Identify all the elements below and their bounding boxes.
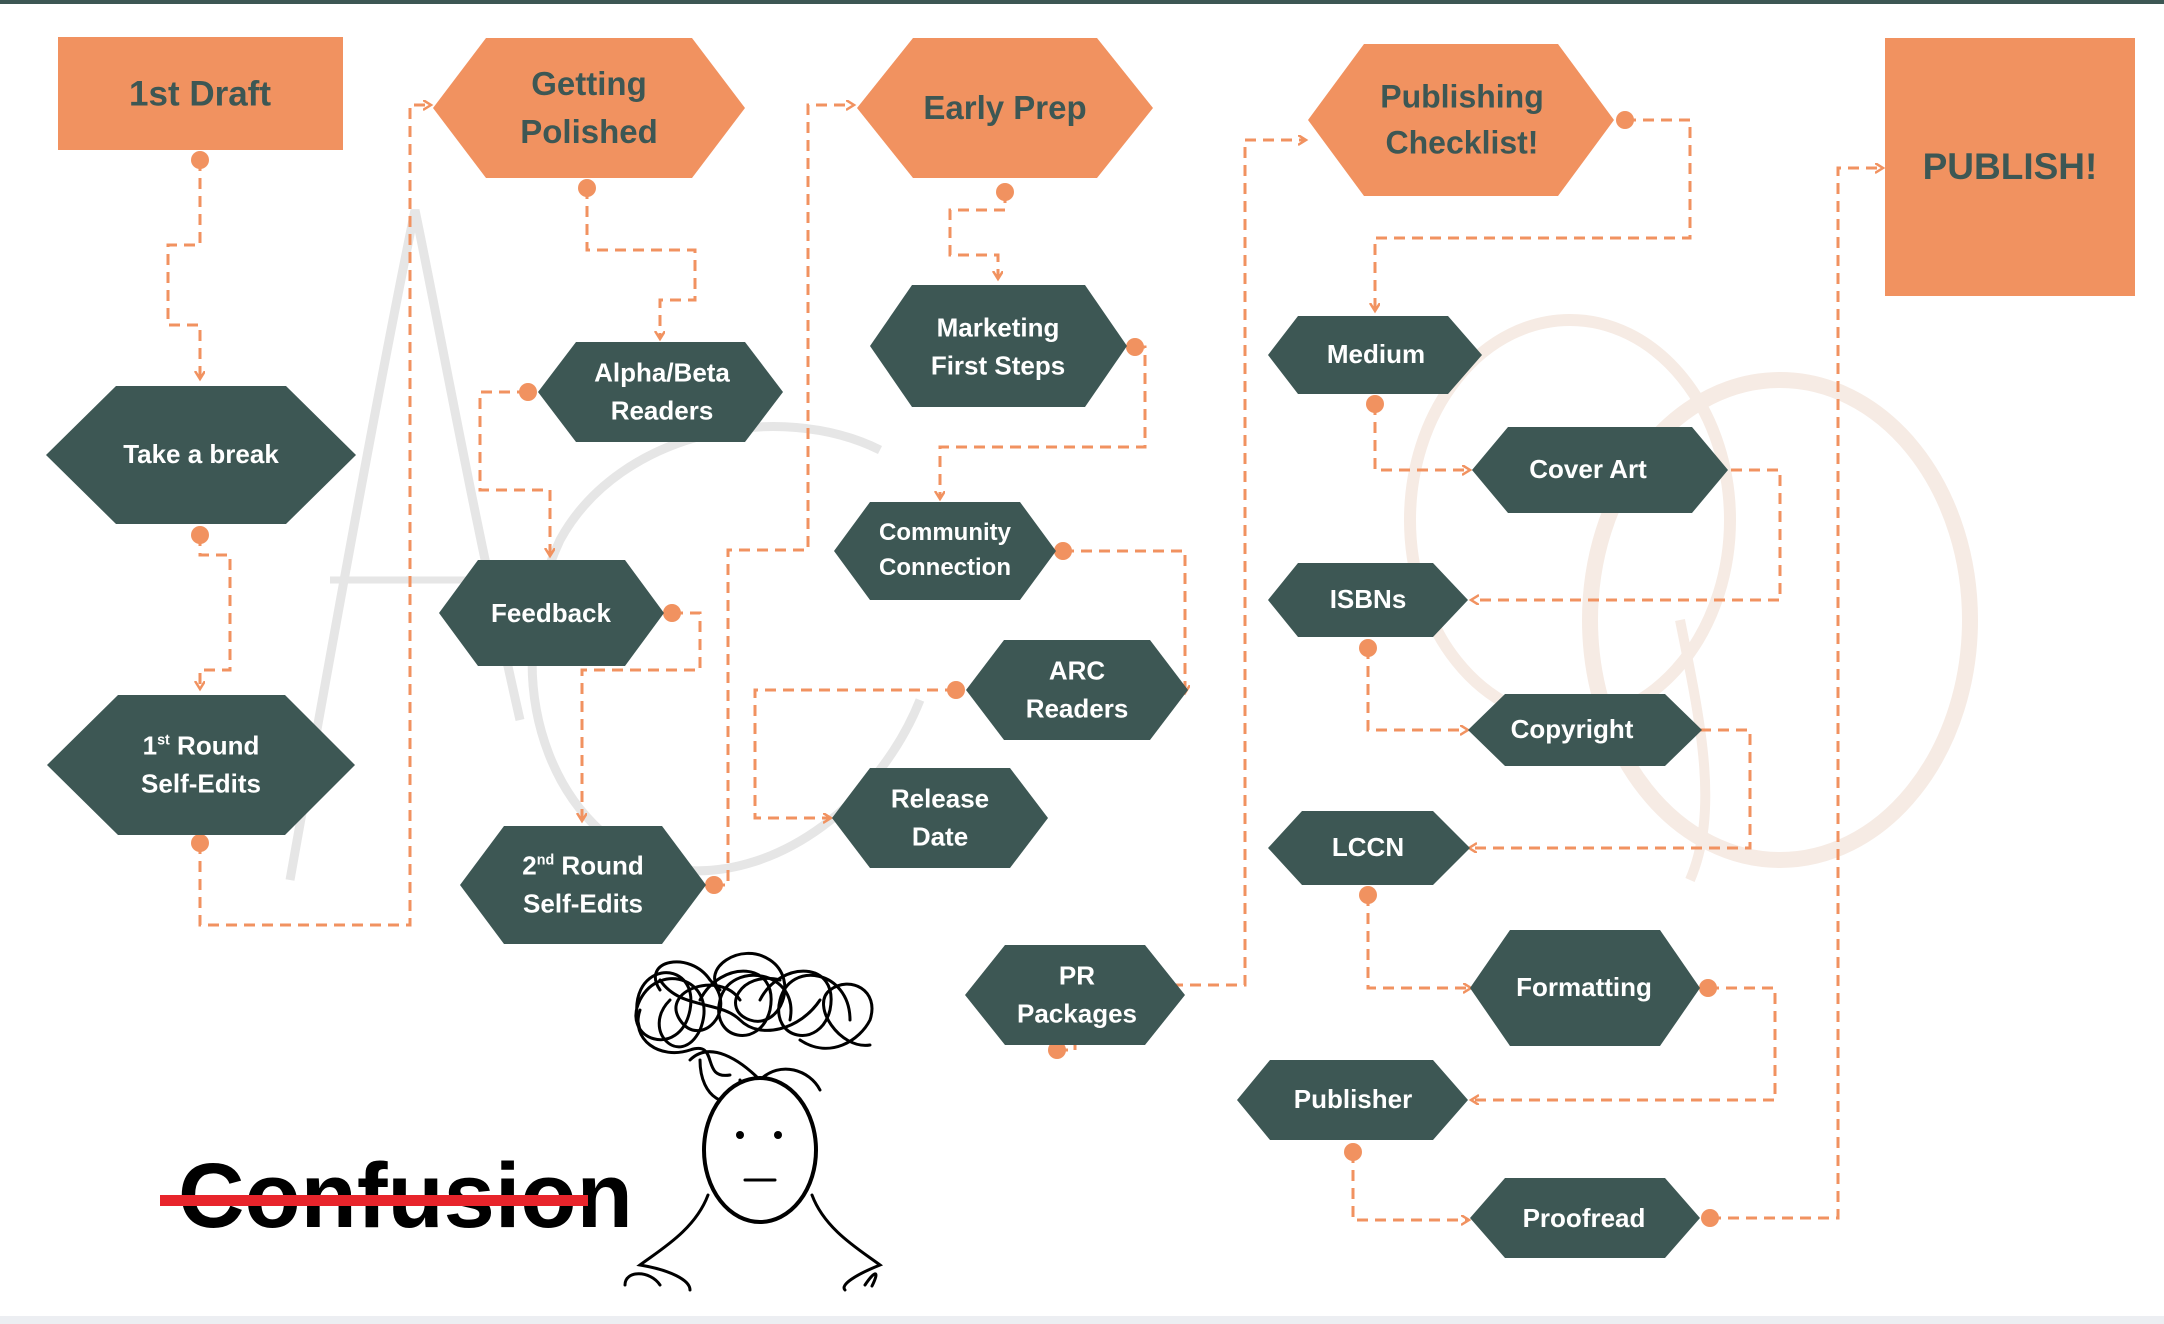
second-round-hex [460,826,706,944]
step-copyright: Copyright [1510,714,1634,745]
step-shapes [46,285,1728,1258]
getting-polished-hex [433,38,745,178]
stage-publishing-checklist: Publishing Checklist! [1380,74,1544,167]
first-round-hex [47,695,355,835]
formatting-hex [1470,930,1700,1046]
step-cover-art: Cover Art [1529,454,1647,485]
step-lccn: LCCN [1331,832,1405,863]
first-draft-box [58,37,343,150]
step-take-a-break: Take a break [123,439,279,470]
step-alpha-beta-line1: Alpha/Beta [594,357,730,388]
proofread-hex [1470,1178,1700,1258]
step-second-round-sup: nd [536,852,555,869]
step-arc-line2: Readers [1025,693,1129,723]
step-feedback: Feedback [491,598,611,629]
publisher-hex [1237,1060,1468,1140]
step-alpha-beta-readers: Alpha/Beta Readers [594,354,730,429]
step-marketing-line1: Marketing [936,312,1060,343]
step-arc-line1: ARC [1048,655,1106,686]
step-community-line1: Community [879,519,1011,547]
step-community-line2: Connection [879,554,1011,581]
step-second-round-self-edits: 2nd Round Self-Edits [522,847,643,922]
step-release-line1: Release [890,783,990,814]
step-community-connection: Community Connection [879,516,1011,586]
stage-getting-polished: Getting Polished [520,60,658,156]
step-first-round-line2: Self-Edits [141,768,261,798]
step-proofread: Proofread [1522,1203,1646,1234]
step-marketing-line2: First Steps [930,350,1066,380]
publish-box [1885,38,2135,296]
step-first-round-num: 1 [142,730,158,761]
alpha-beta-hex [538,342,783,442]
arc-hex [966,640,1188,740]
step-pr-line1: PR [1058,960,1096,991]
step-first-round-sup: st [157,732,170,749]
step-pr-packages: PR Packages [1017,957,1137,1032]
top-border [0,0,2164,4]
lccn-hex [1268,811,1470,885]
step-arc-readers: ARC Readers [1026,652,1129,727]
stage-first-draft: 1st Draft [129,74,271,114]
step-second-round-line2: Self-Edits [523,888,643,918]
stage-early-prep: Early Prep [923,89,1087,127]
early-prep-hex [857,38,1153,178]
step-publisher: Publisher [1293,1084,1413,1115]
medium-hex [1268,316,1482,394]
step-first-round-word: Round [177,730,260,761]
cover-art-hex [1472,427,1728,513]
copyright-hex [1468,694,1702,766]
strikethrough-line [160,1195,588,1206]
step-second-round-word: Round [561,850,644,881]
tangled-thoughts-person-icon [623,952,884,1292]
marketing-hex [870,285,1127,407]
ac-monogram-watermark [285,209,1978,882]
step-second-round-num: 2 [522,850,537,881]
stage-publish: PUBLISH! [1922,146,2098,188]
bottom-border [0,1316,2164,1324]
release-hex [832,768,1048,868]
isbns-hex [1268,563,1468,637]
stage-publishing-checklist-line2: Checklist! [1385,125,1539,161]
take-a-break-hex [46,386,356,524]
stage-getting-polished-line2: Polished [520,113,658,150]
pr-hex [965,945,1185,1045]
feedback-hex [439,560,664,666]
connector-dots [191,111,1722,1227]
step-first-round-self-edits: 1st Round Self-Edits [141,727,261,802]
stage-shapes [58,37,2135,296]
step-formatting: Formatting [1516,972,1652,1003]
community-hex [834,502,1056,600]
step-pr-line2: Packages [1017,998,1137,1028]
step-alpha-beta-line2: Readers [610,395,714,425]
step-marketing-first-steps: Marketing First Steps [931,309,1065,384]
step-isbns: ISBNs [1329,584,1407,615]
step-medium: Medium [1326,339,1426,370]
publishing-checklist-hex [1308,44,1614,196]
stage-getting-polished-line1: Getting [531,65,647,103]
stage-publishing-checklist-line1: Publishing [1380,78,1544,115]
step-release-date: Release Date [891,780,989,855]
step-release-line2: Date [911,821,969,851]
